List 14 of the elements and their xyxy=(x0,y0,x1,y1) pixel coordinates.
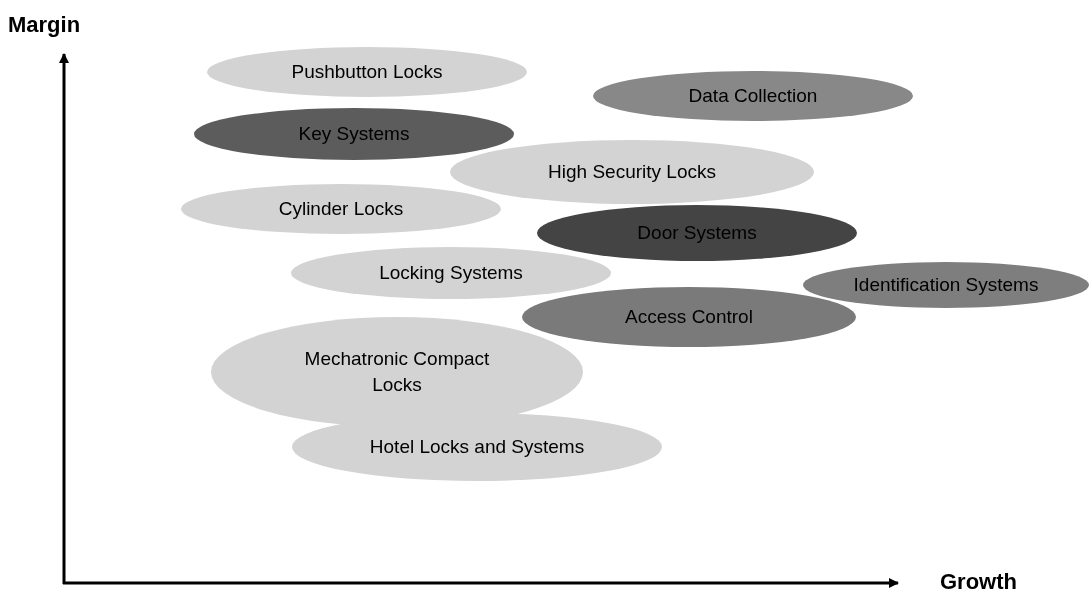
bubble-label: Cylinder Locks xyxy=(278,197,404,221)
bubble-label: Pushbutton Locks xyxy=(291,60,443,84)
bubble-label: Identification Systems xyxy=(853,273,1039,297)
axis-label: Margin xyxy=(8,14,81,36)
bubble-label: Door Systems xyxy=(637,221,757,245)
bubble-label: Hotel Locks and Systems xyxy=(369,435,585,459)
bubble-label: Mechatronic Compact Locks xyxy=(303,347,491,397)
bubble-label: Key Systems xyxy=(298,122,410,146)
bubble-ellipse xyxy=(803,262,1089,308)
bubble-label: High Security Locks xyxy=(548,160,716,184)
bubble-label: Data Collection xyxy=(688,84,818,108)
axis-label: Growth xyxy=(940,571,1017,593)
bubble-label: Locking Systems xyxy=(379,261,523,285)
bubble-label: Access Control xyxy=(625,305,753,329)
